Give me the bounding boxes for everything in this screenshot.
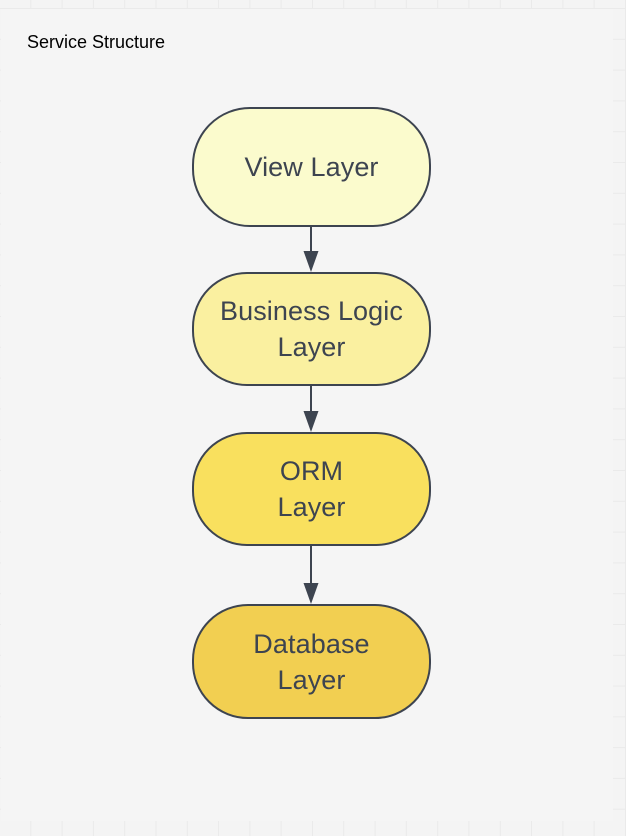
edge-business-to-orm [301, 386, 321, 432]
node-database-layer[interactable]: Database Layer [192, 604, 431, 719]
page-title: Service Structure [27, 32, 166, 52]
node-label: ORM Layer [277, 456, 346, 522]
node-label: View Layer [244, 152, 379, 182]
node-view-layer[interactable]: View Layer [192, 107, 431, 227]
edge-view-to-business [301, 227, 321, 272]
edge-orm-to-database [301, 546, 321, 604]
node-label: Database Layer [253, 628, 370, 695]
node-business-logic-layer[interactable]: Business Logic Layer [192, 272, 431, 386]
node-orm-layer[interactable]: ORM Layer [192, 432, 431, 546]
node-label: Business Logic Layer [219, 296, 403, 362]
